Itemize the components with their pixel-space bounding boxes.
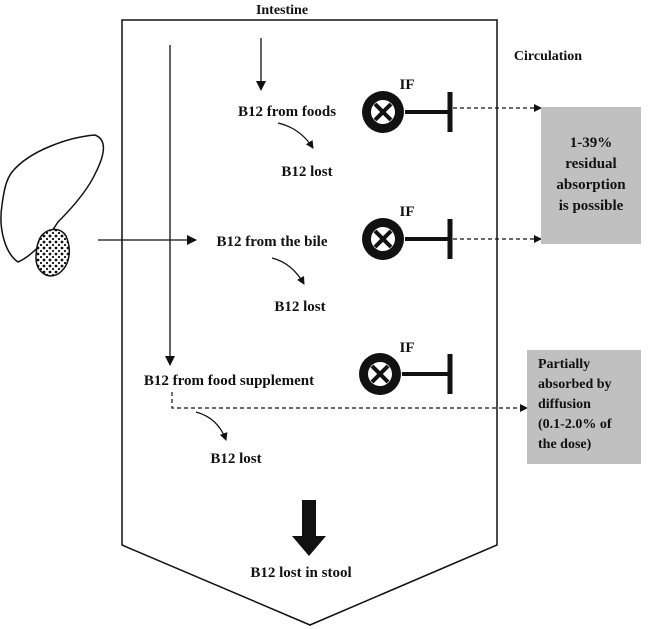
diffusion-line-4: (0.1-2.0% of [538, 417, 612, 432]
if-inhibition-symbol-1 [405, 92, 453, 132]
intestine-outline [121, 19, 498, 626]
stool-loss-arrow [292, 500, 326, 556]
diffusion-line-1: Partially [538, 357, 590, 372]
if-label-2: IF [400, 204, 415, 220]
if-blocked-icon-3 [359, 353, 401, 395]
if-inhibition-symbol-2 [405, 219, 453, 259]
if-blocked-icon-1 [362, 91, 404, 133]
b12-lost-label-1: B12 lost [281, 164, 332, 180]
b12-from-supplement-label: B12 from food supplement [144, 373, 314, 389]
intestine-label: Intestine [256, 3, 308, 18]
residual-line-3: absorption [556, 177, 626, 193]
diffusion-absorption-box: Partially absorbed by diffusion (0.1-2.0… [527, 350, 641, 464]
if-label-1: IF [400, 77, 415, 93]
supplement-lost-arrow [195, 411, 228, 441]
bile-lost-arrow [271, 257, 305, 285]
b12-from-bile-label: B12 from the bile [217, 234, 328, 250]
residual-line-2: residual [565, 156, 616, 172]
b12-lost-label-2: B12 lost [274, 299, 325, 315]
b12-lost-label-3: B12 lost [210, 451, 261, 467]
if-label-3: IF [400, 340, 415, 356]
residual-line-1: 1-39% [570, 135, 613, 151]
residual-absorption-box: 1-39% residual absorption is possible [541, 107, 641, 244]
supplement-diffusion-dashed-arrow [171, 392, 528, 412]
if-blocked-icon-2 [362, 218, 404, 260]
gallbladder-shape [35, 228, 71, 277]
diffusion-line-3: diffusion [538, 397, 591, 412]
residual-line-4: is possible [559, 198, 624, 214]
circulation-label: Circulation [514, 49, 582, 64]
liver-shape [0, 134, 105, 263]
foods-lost-arrow [277, 122, 314, 149]
diffusion-line-5: the dose) [538, 437, 592, 452]
if-inhibition-symbol-3 [402, 354, 453, 394]
diffusion-line-2: absorbed by [538, 377, 612, 392]
b12-from-foods-label: B12 from foods [238, 104, 336, 120]
b12-lost-in-stool-label: B12 lost in stool [250, 565, 351, 581]
